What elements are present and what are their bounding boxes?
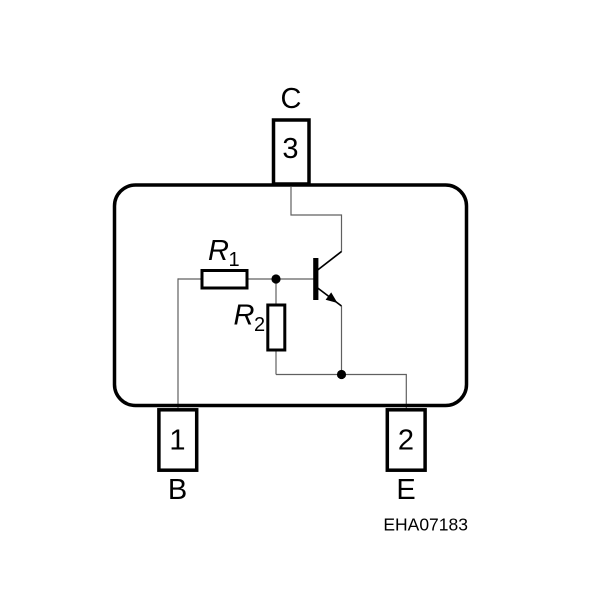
pin-number-1: 1 [169,425,185,457]
r2-symbol: R [234,300,255,332]
pin-number-3: 3 [282,133,298,165]
emitter-arrowhead-icon [325,292,338,303]
r1-symbol: R [208,235,229,267]
terminal-label-e: E [396,474,415,506]
transistor-collector-line [316,250,343,272]
pin-3-lead [271,118,311,186]
wiring [177,187,407,410]
package-body-outline [112,183,469,408]
pin-1-lead [157,408,199,472]
figure-code: EHA07183 [383,515,468,535]
resistor-r1 [200,269,249,290]
terminal-label-b: B [168,474,187,506]
junction-dot-base [271,274,281,284]
r1-subscript: 1 [229,249,240,271]
collector-wire [290,187,343,252]
transistor-base-bar [313,258,319,300]
r2-subscript: 2 [254,314,265,336]
npn-transistor-icon [313,250,343,307]
emitter-pin-wire [276,373,407,410]
resistor-r2 [266,303,287,352]
terminal-label-c: C [281,83,302,115]
pin-number-2: 2 [398,425,414,457]
resistor-r2-label: R 2 [234,300,266,337]
pin-2-lead [385,408,427,472]
junction-dot-emitter [336,369,347,380]
resistor-r1-label: R 1 [208,235,240,271]
